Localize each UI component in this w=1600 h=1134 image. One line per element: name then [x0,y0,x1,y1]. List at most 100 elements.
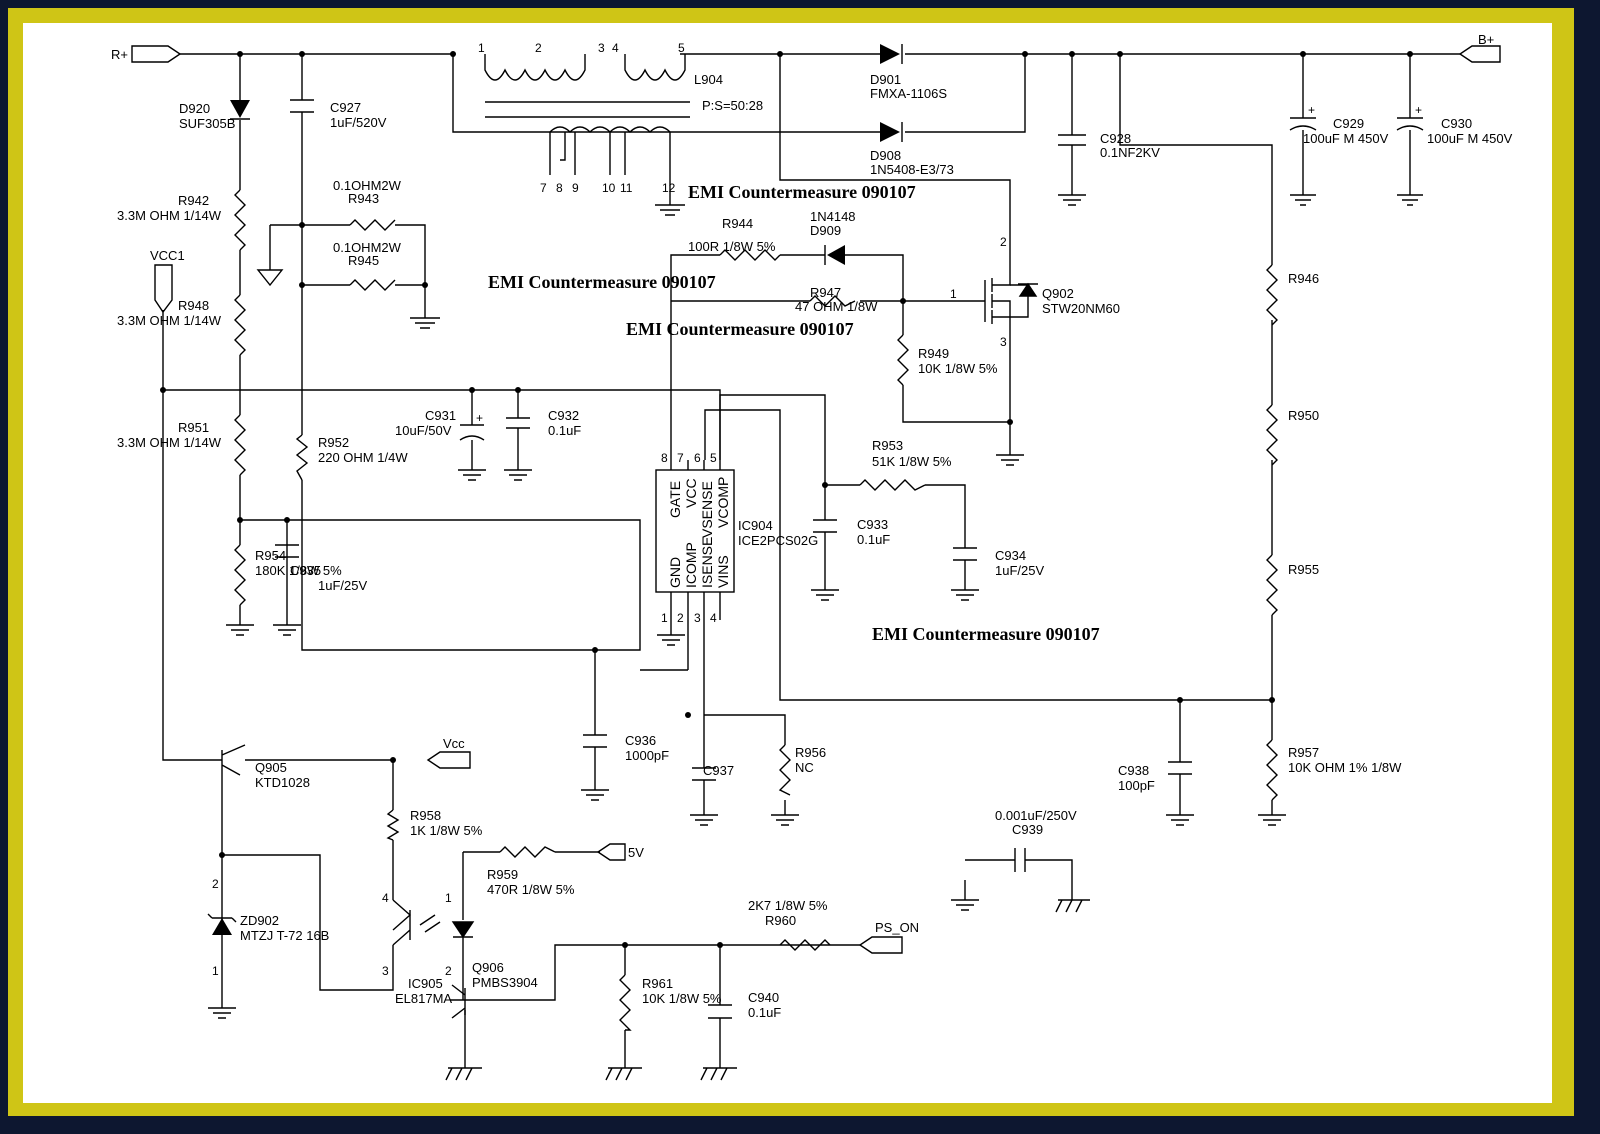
r953-ref: R953 [872,438,903,453]
d920-value: SUF305B [179,116,235,131]
r947-value: 47 OHM 1/8W [795,299,878,314]
r952-ref: R952 [318,435,349,450]
c931-value: 10uF/50V [395,423,452,438]
r942-ref: R942 [178,193,209,208]
c929-value: 100uF M 450V [1303,131,1389,146]
r954-ref: R954 [255,548,286,563]
l904-pin-11: 11 [620,181,633,195]
c930-plus: + [1415,103,1422,117]
ic904-pin-vsense: VSENSE [699,481,715,538]
l904-pin-10: 10 [602,181,616,195]
r951-ref: R951 [178,420,209,435]
l904-pin-3: 3 [598,41,605,55]
c934-value: 1uF/25V [995,563,1044,578]
ic904-pin-isense: ISENSE [699,537,715,588]
c930-ref: C930 [1441,116,1472,131]
r960-ref: R960 [765,913,796,928]
c928-value: 0.1NF2KV [1100,145,1160,160]
junction-dots [160,51,1413,948]
r957-value: 10K OHM 1% 1/8W [1288,760,1402,775]
l904-pin-7: 7 [540,181,547,195]
r952-value: 220 OHM 1/4W [318,450,408,465]
ic904-pin-num-8: 8 [661,451,668,465]
ground-symbols [208,194,1423,1081]
r961-ref: R961 [642,976,673,991]
q905-ref: Q905 [255,760,287,775]
r948-ref: R948 [178,298,209,313]
q902-value: STW20NM60 [1042,301,1120,316]
r956-ref: R956 [795,745,826,760]
net-ports [131,45,1501,954]
q905-value: KTD1028 [255,775,310,790]
ic904-pin-num-5: 5 [710,451,717,465]
ic904-bottom-pin-labels: GND ICOMP ISENSE VINS [667,537,731,588]
c927-ref: C927 [330,100,361,115]
r946-ref: R946 [1288,271,1319,286]
q902-pin-3: 3 [1000,335,1007,349]
r951-value: 3.3M OHM 1/14W [117,435,222,450]
q906-ref: Q906 [472,960,504,975]
ic904-pin-gate: GATE [667,481,683,518]
r944-ref: R944 [722,216,753,231]
emi-annotation-2: EMI Countermeasure 090107 [488,272,716,292]
net-label-b-plus: B+ [1478,32,1494,47]
d909-ref: D909 [810,223,841,238]
net-label-5v: 5V [628,845,644,860]
l904-pin-9: 9 [572,181,579,195]
d908-value: 1N5408-E3/73 [870,162,954,177]
diode-d908-symbol [880,122,903,142]
l904-pin-5: 5 [678,41,685,55]
ic904-value: ICE2PCS02G [738,533,818,548]
optocoupler-ic905-symbol [392,899,475,946]
l904-pin-12: 12 [662,181,676,195]
c933-value: 0.1uF [857,532,890,547]
c928-ref: C928 [1100,131,1131,146]
ic905-pin-1: 1 [445,891,452,905]
transformer-l904 [484,54,690,216]
c927-value: 1uF/520V [330,115,387,130]
emi-annotation-1: EMI Countermeasure 090107 [688,182,916,202]
l904-pin-4: 4 [612,41,619,55]
ic904-pin-num-4: 4 [710,611,717,625]
ic904-pin-num-7: 7 [677,451,684,465]
c934-ref: C934 [995,548,1026,563]
net-label-r-plus: R+ [111,47,128,62]
zd902-value: MTZJ T-72 16B [240,928,329,943]
c940-ref: C940 [748,990,779,1005]
c935-value: 1uF/25V [318,578,367,593]
ic904-pin-num-6: 6 [694,451,701,465]
c936-value: 1000pF [625,748,669,763]
r944-value: 100R 1/8W 5% [688,239,776,254]
l904-pin-1: 1 [478,41,485,55]
transistor-q906-symbol [451,984,466,1019]
ic904-pin-num-3: 3 [694,611,701,625]
c940-value: 0.1uF [748,1005,781,1020]
c931-plus: + [476,411,483,425]
ic905-pin-4: 4 [382,891,389,905]
q902-pin-1: 1 [950,287,957,301]
ic904-pin-vcomp: VCOMP [715,477,731,528]
r948-value: 3.3M OHM 1/14W [117,313,222,328]
l904-ref: L904 [694,72,723,87]
wires [162,53,1460,1068]
capacitors [275,99,1424,1019]
r958-ref: R958 [410,808,441,823]
r959-ref: R959 [487,867,518,882]
zener-zd902-symbol [207,913,237,935]
ic905-pin-3: 3 [382,964,389,978]
ic905-pin-2: 2 [445,964,452,978]
ic904-pin-num-2: 2 [677,611,684,625]
diode-d901-symbol [880,44,903,64]
c938-ref: C938 [1118,763,1149,778]
c933-ref: C933 [857,517,888,532]
c931-ref: C931 [425,408,456,423]
r943-value: 0.1OHM2W [333,178,402,193]
c929-ref: C929 [1333,116,1364,131]
c936-ref: C936 [625,733,656,748]
r961-value: 10K 1/8W 5% [642,991,722,1006]
r960-value: 2K7 1/8W 5% [748,898,828,913]
r953-value: 51K 1/8W 5% [872,454,952,469]
r959-value: 470R 1/8W 5% [487,882,575,897]
r942-value: 3.3M OHM 1/14W [117,208,222,223]
